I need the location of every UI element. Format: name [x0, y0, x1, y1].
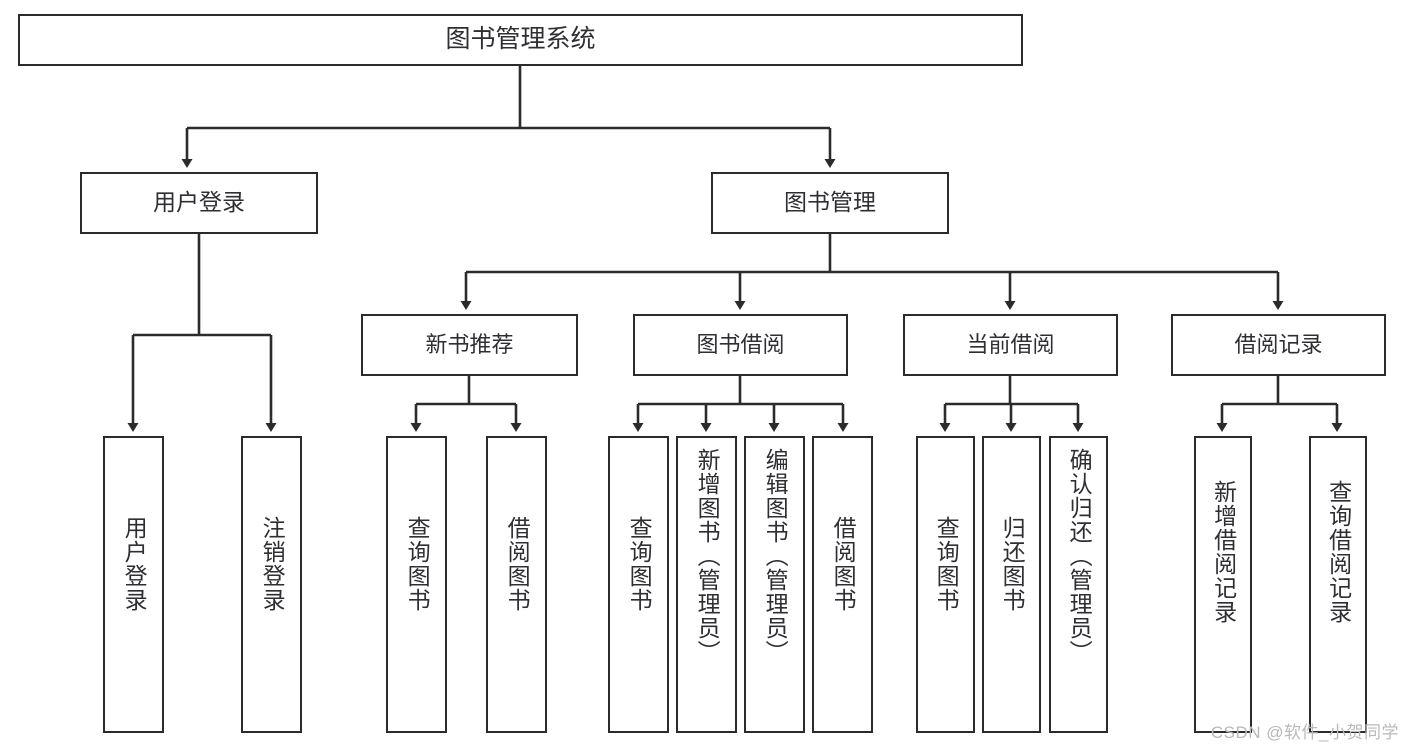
node-label: 新增图书（管理员） [694, 448, 721, 664]
node-label: 借阅图书 [504, 516, 531, 612]
leaf-new-book-query-book[interactable]: 查询图书 [386, 436, 447, 733]
node-new-book-recommend[interactable]: 新书推荐 [361, 314, 578, 376]
node-label: 查询图书 [626, 516, 653, 612]
node-book-management[interactable]: 图书管理 [711, 172, 949, 234]
leaf-new-book-borrow-book[interactable]: 借阅图书 [486, 436, 547, 733]
node-label: 用户登录 [153, 189, 245, 216]
leaf-book-borrow-borrow-book[interactable]: 借阅图书 [812, 436, 873, 733]
node-borrow-record[interactable]: 借阅记录 [1171, 314, 1386, 376]
leaf-book-borrow-query-book[interactable]: 查询图书 [608, 436, 669, 733]
leaf-user-login-logout[interactable]: 注销登录 [241, 436, 302, 733]
node-book-management-system[interactable]: 图书管理系统 [18, 14, 1023, 66]
node-label: 查询图书 [404, 516, 431, 612]
node-label: 归还图书 [999, 516, 1026, 612]
leaf-book-borrow-edit-book-admin[interactable]: 编辑图书（管理员） [744, 436, 805, 733]
node-label: 用户登录 [121, 516, 148, 612]
leaf-current-borrow-return-book[interactable]: 归还图书 [982, 436, 1041, 733]
node-book-borrow[interactable]: 图书借阅 [633, 314, 848, 376]
node-label: 借阅图书 [830, 516, 857, 612]
node-label: 新书推荐 [425, 332, 514, 358]
node-label: 借阅记录 [1234, 332, 1323, 358]
leaf-user-login-login[interactable]: 用户登录 [103, 436, 164, 733]
node-label: 编辑图书（管理员） [762, 448, 789, 664]
leaf-borrow-record-add-record[interactable]: 新增借阅记录 [1194, 436, 1252, 733]
node-label: 查询图书 [933, 516, 960, 612]
node-label: 当前借阅 [966, 332, 1055, 358]
node-label: 新增借阅记录 [1210, 480, 1237, 624]
leaf-current-borrow-query-book[interactable]: 查询图书 [916, 436, 975, 733]
node-label: 确认归还（管理员） [1066, 448, 1093, 664]
leaf-borrow-record-query-record[interactable]: 查询借阅记录 [1309, 436, 1367, 733]
node-label: 图书管理系统 [445, 25, 596, 54]
node-label: 图书管理 [784, 189, 876, 216]
node-current-borrow[interactable]: 当前借阅 [903, 314, 1118, 376]
node-label: 注销登录 [259, 516, 286, 612]
leaf-book-borrow-add-book-admin[interactable]: 新增图书（管理员） [676, 436, 737, 733]
node-label: 图书借阅 [696, 332, 785, 358]
leaf-current-borrow-confirm-return-admin[interactable]: 确认归还（管理员） [1049, 436, 1108, 733]
node-label: 查询借阅记录 [1325, 480, 1352, 624]
node-user-login[interactable]: 用户登录 [80, 172, 318, 234]
